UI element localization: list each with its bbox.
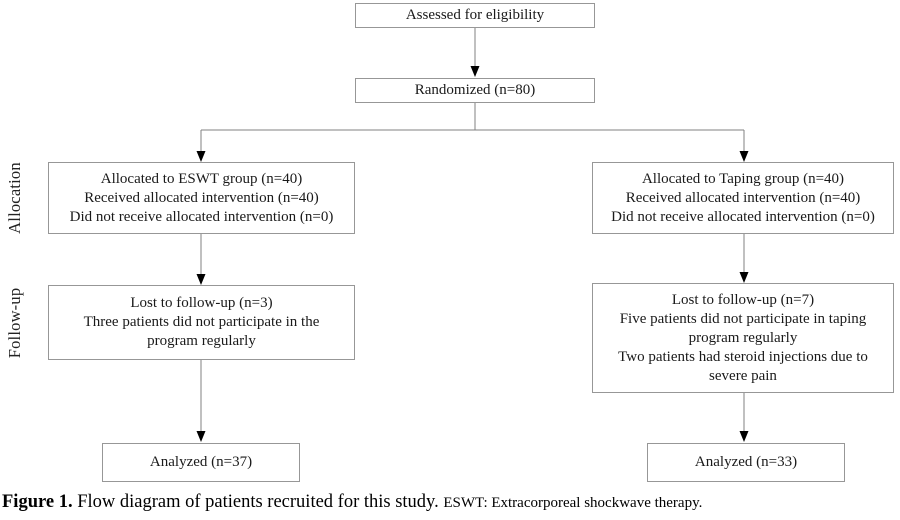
box-text-line: Did not receive allocated intervention (…: [69, 208, 334, 225]
box-text-line: Lost to follow-up (n=7): [671, 291, 815, 308]
figure-caption-text: Flow diagram of patients recruited for t…: [72, 492, 444, 512]
box-text-line: Allocated to Taping group (n=40): [641, 170, 845, 187]
box-text-line: program regularly: [147, 333, 256, 349]
box-text-line: Received allocated intervention (n=40): [625, 189, 861, 206]
box-text-line: severe pain: [709, 367, 777, 384]
box-text-line: Analyzed (n=33): [694, 454, 798, 470]
box-followup-taping-group: Lost to follow-up (n=7) Five patients di…: [592, 283, 894, 393]
box-allocation-eswt-group: Allocated to ESWT group (n=40) Received …: [48, 162, 355, 234]
box-text-line: Two patients had steroid injections due …: [618, 348, 868, 365]
box-text-line: program regularly: [688, 329, 798, 346]
figure-caption-note: ESWT: Extracorporeal shockwave therapy.: [443, 495, 703, 511]
box-assessed-for-eligibility: Assessed for eligibility: [355, 3, 595, 28]
stage-label-followup: Follow-up: [5, 287, 24, 359]
box-text-line: Lost to follow-up (n=3): [130, 295, 273, 311]
box-text-line: Randomized (n=80): [414, 82, 536, 98]
box-analyzed-eswt-group: Analyzed (n=37): [102, 443, 300, 482]
box-allocation-taping-group: Allocated to Taping group (n=40) Receive…: [592, 162, 894, 234]
figure-caption: Figure 1. Flow diagram of patients recru…: [2, 492, 898, 513]
box-followup-eswt-group: Lost to follow-up (n=3) Three patients d…: [48, 285, 355, 360]
box-text-line: Analyzed (n=37): [149, 454, 253, 470]
box-randomized: Randomized (n=80): [355, 78, 595, 103]
box-text-line: Did not receive allocated intervention (…: [611, 208, 875, 225]
stage-label-allocation: Allocation: [5, 162, 24, 234]
box-analyzed-taping-group: Analyzed (n=33): [647, 443, 845, 482]
box-text-line: Three patients did not participate in th…: [83, 314, 320, 330]
box-text-line: Five patients did not participate in tap…: [619, 310, 867, 327]
box-text-line: Allocated to ESWT group (n=40): [100, 170, 303, 187]
box-text-line: Assessed for eligibility: [405, 7, 545, 23]
box-text-line: Received allocated intervention (n=40): [84, 189, 319, 206]
figure-caption-label: Figure 1.: [2, 492, 73, 512]
